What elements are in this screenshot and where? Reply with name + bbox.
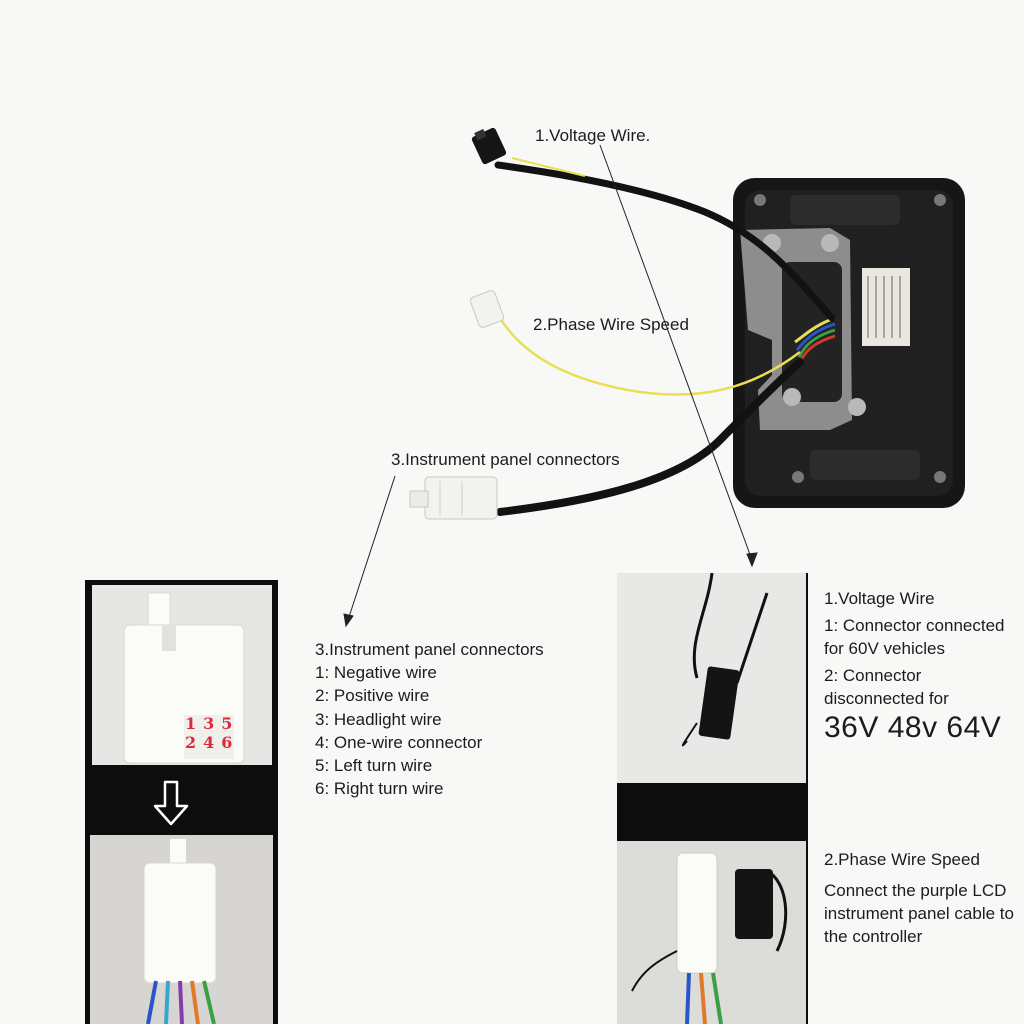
instrument-cable [496, 358, 804, 516]
instrument-connector [409, 476, 498, 520]
connector-legend: 3.Instrument panel connectors 1: Negativ… [315, 638, 544, 800]
phase-wire [498, 317, 801, 396]
callout-phase-wire: 2.Phase Wire Speed [533, 315, 689, 334]
voltage-cable [494, 161, 836, 322]
legend-item: 2: Positive wire [315, 686, 430, 706]
connector-pinout-photo [92, 585, 272, 765]
connector-legend-title: 3.Instrument panel connectors [315, 640, 544, 659]
phase-notes-body: Connect the purple LCD instrument panel … [824, 881, 1014, 946]
voltage-connector-shape [681, 573, 769, 747]
legend-item: 4: One-wire connector [315, 732, 483, 752]
voltage-photo-column [617, 573, 808, 1024]
phase-notes: 2.Phase Wire Speed Connect the purple LC… [824, 848, 1019, 952]
voltage-note-connected: 1: Connector connected for 60V vehicles [824, 616, 1005, 658]
pin-numbers-bottom: 246 [185, 733, 240, 752]
legend-item: 1: Negative wire [315, 663, 437, 683]
phase-connector-shape [631, 852, 788, 1024]
callout-instrument-connectors: 3.Instrument panel connectors [391, 450, 620, 469]
pin-numbers-top: 135 [185, 714, 240, 733]
phase-wire-connector [469, 290, 505, 328]
legend-item: 5: Left turn wire [315, 756, 433, 776]
voltage-notes-title: 1.Voltage Wire [824, 589, 935, 608]
legend-item: 3: Headlight wire [315, 709, 442, 729]
voltage-connector [471, 127, 507, 165]
voltage-connector-photo [617, 573, 806, 783]
legend-item: 6: Right turn wire [315, 779, 444, 799]
wired-connector-shape [143, 839, 217, 1024]
connector-wired-photo [90, 835, 273, 1024]
voltage-notes: 1.Voltage Wire 1: Connector connected fo… [824, 587, 1019, 746]
voltage-values: 36V 48v 64V [824, 711, 1002, 744]
phase-notes-title: 2.Phase Wire Speed [824, 850, 980, 869]
voltage-note-disconnected: 2: Connector disconnected for [824, 666, 949, 708]
lcd-display-unit [733, 178, 965, 508]
callout-voltage-wire: 1.Voltage Wire. [535, 126, 651, 145]
callout-pointers [343, 144, 758, 628]
connector-shape [123, 592, 245, 764]
phase-wire-photo [617, 841, 806, 1024]
pin-numbers: 135 246 [185, 714, 239, 752]
down-arrow-icon [153, 780, 189, 826]
connector-photo-column: 135 246 [85, 580, 278, 1024]
